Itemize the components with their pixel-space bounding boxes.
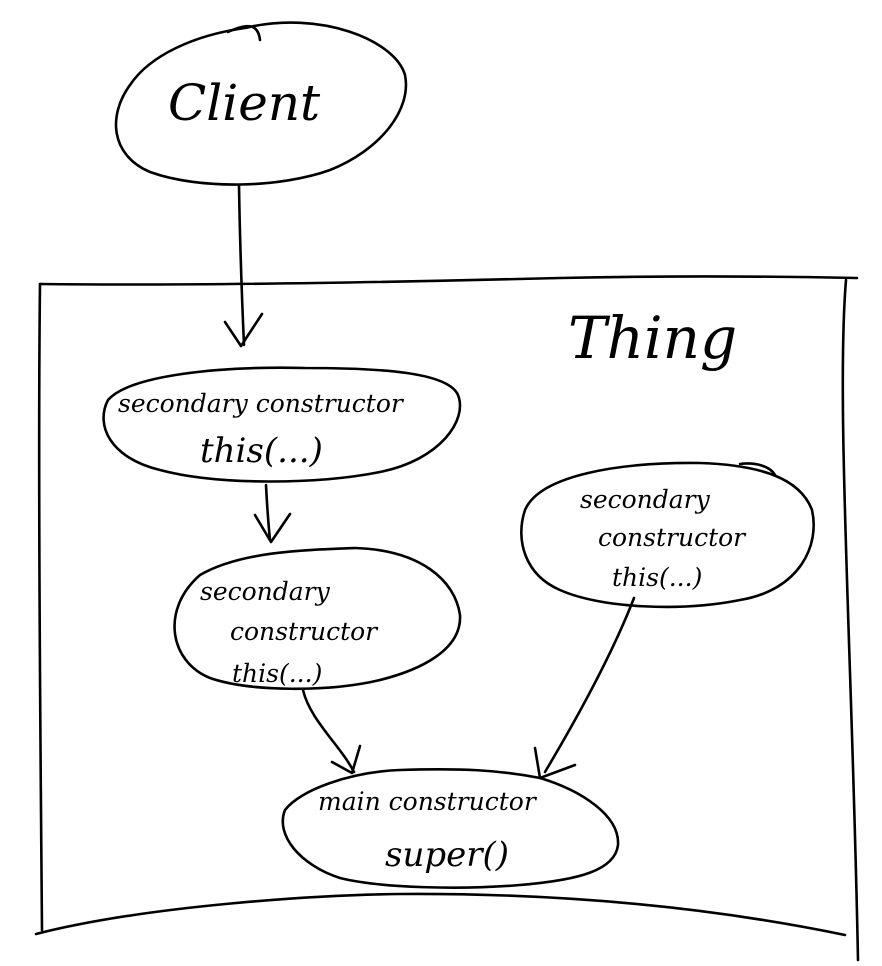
edge-sec2-to-main	[301, 688, 362, 775]
client-ellipse	[114, 21, 408, 186]
node-line3: this(...)	[612, 563, 702, 592]
node-line1: secondary	[200, 577, 331, 606]
client-node[interactable]: Client	[114, 21, 408, 186]
node-ellipse	[173, 546, 462, 691]
node-line1: secondary constructor	[118, 389, 405, 418]
node-line1: main constructor	[318, 787, 538, 816]
edge-line	[543, 596, 636, 774]
node-line2: constructor	[230, 617, 379, 646]
node-line2: this(...)	[200, 431, 323, 471]
edge-line	[301, 688, 356, 774]
client-label: Client	[168, 74, 321, 132]
node-line2: constructor	[598, 523, 747, 552]
container-label: Thing	[568, 304, 737, 372]
edge-client-to-sec1	[223, 183, 264, 348]
container-top-edge	[38, 275, 859, 286]
edge-line	[237, 183, 246, 347]
edge-line	[264, 483, 272, 542]
node-line1: secondary	[580, 485, 711, 514]
node-line3: this(...)	[232, 659, 322, 688]
edge-sec1-to-sec2	[253, 483, 292, 544]
container-bottom-edge	[34, 892, 847, 937]
node-main-constructor[interactable]: main constructor super()	[281, 767, 620, 889]
container-left-edge	[37, 282, 44, 932]
node-ellipse-overlap	[738, 462, 777, 477]
edge-sec3-to-main	[533, 596, 636, 780]
client-ellipse-overlap	[226, 24, 262, 42]
node-ellipse	[281, 767, 620, 889]
arrowhead-icon	[223, 312, 264, 348]
node-secondary-constructor-1[interactable]: secondary constructor this(...)	[102, 366, 462, 483]
node-ellipse	[520, 461, 815, 609]
node-ellipse	[102, 366, 462, 483]
thing-container: Thing	[34, 275, 860, 962]
arrowhead-icon	[253, 512, 292, 544]
node-secondary-constructor-2[interactable]: secondary constructor this(...)	[173, 546, 462, 691]
container-right-edge	[841, 278, 860, 962]
arrowhead-icon	[330, 744, 362, 775]
node-secondary-constructor-3[interactable]: secondary constructor this(...)	[520, 461, 815, 609]
node-line2: super()	[385, 835, 509, 875]
